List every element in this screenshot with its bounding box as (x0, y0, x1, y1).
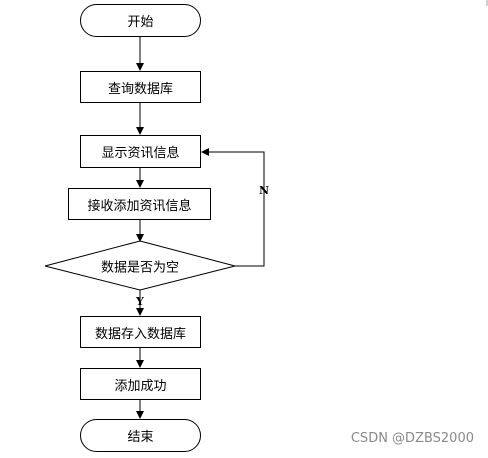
store-database-label: 数据存入数据库 (94, 326, 186, 342)
decision-label: 数据是否为空 (100, 260, 180, 276)
add-success-node: 添加成功 (80, 368, 201, 400)
decision-diamond (44, 240, 236, 291)
add-success-label: 添加成功 (114, 378, 167, 394)
query-database-label: 查询数据库 (107, 81, 173, 97)
start-node: 开始 (80, 4, 201, 37)
receive-info-node: 接收添加资讯信息 (68, 188, 211, 220)
edge-label-no: N (259, 184, 270, 197)
corner-mark (486, 0, 488, 6)
show-info-label: 显示资讯信息 (101, 146, 180, 161)
receive-info-label: 接收添加资讯信息 (87, 198, 192, 214)
edge-label-yes: Y (136, 295, 144, 308)
end-node: 结束 (80, 419, 201, 452)
end-node-label: 结束 (127, 430, 154, 445)
query-database-node: 查询数据库 (80, 71, 201, 103)
edge-decision-no-loop (201, 148, 265, 267)
start-node-label: 开始 (127, 15, 154, 30)
store-database-node: 数据存入数据库 (80, 316, 201, 348)
watermark-text: CSDN @DZBS2000 (350, 431, 474, 446)
show-info-node: 显示资讯信息 (80, 135, 201, 168)
